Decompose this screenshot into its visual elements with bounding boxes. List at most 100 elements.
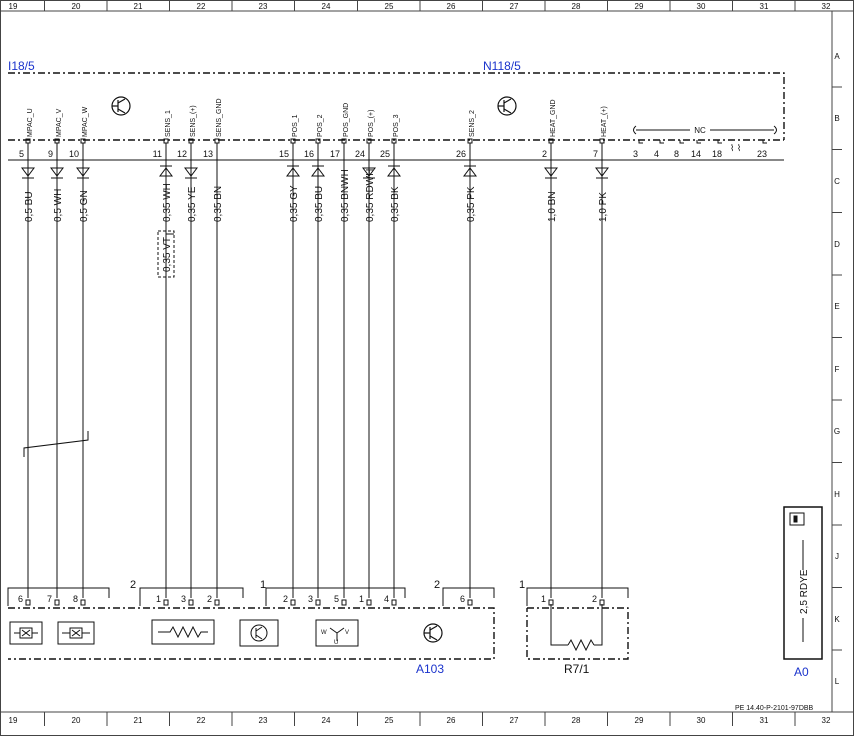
signal-out-arrow-icon [21, 167, 35, 177]
wire-spec-label: 0,35 WH [162, 183, 173, 222]
connector-housing [526, 587, 629, 606]
wire-spec-label: 0,5 BU [24, 191, 35, 222]
ground-wire-label: 2,5 RDYE [799, 569, 810, 614]
motor-phase-v: V [345, 630, 349, 636]
column-label-top: 32 [822, 2, 831, 11]
column-label-top: 28 [572, 2, 581, 11]
row-label: B [834, 114, 839, 123]
column-label-bottom: 31 [760, 716, 769, 725]
pin-function-label: POS_3 [393, 114, 400, 137]
connector-terminal [214, 599, 220, 606]
wire-spec-label: 0,5 WH [53, 189, 64, 222]
signal-out-arrow-icon [362, 167, 376, 177]
column-label-bottom: 32 [822, 716, 831, 725]
nc-terminal [696, 140, 701, 144]
connector-number: 1 [519, 579, 525, 591]
column-label-bottom: 28 [572, 716, 581, 725]
pin-function-label: POS_(+) [368, 110, 375, 137]
connector-pin-number: 6 [18, 594, 23, 604]
pin-number: 5 [19, 149, 24, 159]
row-label: C [834, 177, 840, 186]
motor-phase-u: U [334, 640, 338, 646]
nc-pin-number: 8 [674, 149, 679, 159]
pin-function-label: HEAT_GND [550, 99, 557, 137]
signal-out-arrow-icon [544, 167, 558, 177]
signal-out-arrow-icon [76, 167, 90, 177]
connector-terminal [366, 599, 372, 606]
ground-label: A0 [794, 665, 809, 679]
pin-number: 9 [48, 149, 53, 159]
transistor-icon-right [497, 96, 517, 116]
pin-function-label: MPAC_W [82, 106, 89, 137]
actuator-icon-2 [57, 621, 95, 645]
pin-24: POS_(+)240,35 RDWH [355, 110, 376, 598]
column-label-top: 21 [134, 2, 143, 11]
connector-pin-number: 1 [541, 594, 546, 604]
connector-number: 2 [434, 579, 440, 591]
pin-number: 26 [456, 149, 466, 159]
connector-terminal [163, 599, 169, 606]
pin-function-label: POS_1 [292, 114, 299, 137]
column-label-bottom: 27 [510, 716, 519, 725]
nc-terminal [717, 140, 722, 144]
a103-box [8, 607, 495, 660]
signal-in-arrow-icon [286, 167, 300, 177]
row-label: K [834, 615, 840, 624]
row-label: E [834, 302, 839, 311]
row-label: D [834, 240, 840, 249]
column-label-top: 20 [72, 2, 81, 11]
column-label-bottom: 22 [197, 716, 206, 725]
wire-spec-label: 0,5 GN [79, 190, 90, 222]
column-label-top: 29 [635, 2, 644, 11]
resistor-sensor-icon [151, 619, 215, 645]
pin-number: 10 [69, 149, 79, 159]
row-label: H [834, 490, 840, 499]
row-label: G [834, 427, 840, 436]
ecu-label: N118/5 [483, 59, 521, 73]
signal-out-arrow-icon [184, 167, 198, 177]
pin-function-label: SENS_GND [216, 98, 223, 137]
signal-in-arrow-icon [311, 167, 325, 177]
branch-wire-label: 0,35 VT [162, 237, 173, 272]
nc-terminal [679, 140, 684, 144]
connector-housing [265, 587, 406, 606]
signal-in-arrow-icon [387, 167, 401, 177]
nc-terminal [659, 140, 664, 144]
connector-terminal [391, 599, 397, 606]
connector-c2c: 26 [434, 579, 495, 606]
column-label-top: 30 [697, 2, 706, 11]
column-label-top: 23 [259, 2, 268, 11]
column-label-top: 19 [9, 2, 18, 11]
wire-spec-label: 0,35 BN [213, 186, 224, 222]
row-label: L [835, 677, 840, 686]
connector-terminal [315, 599, 321, 606]
connector-terminal [80, 599, 86, 606]
transistor-icon-a103 [423, 623, 443, 643]
connector-pin-number: 7 [47, 594, 52, 604]
nc-pin-number: 4 [654, 149, 659, 159]
pin-number: 25 [380, 149, 390, 159]
pin-function-label: MPAC_V [56, 108, 63, 137]
pin-number: 15 [279, 149, 289, 159]
pin-5: MPAC_U50,5 BU [19, 108, 35, 598]
r7-box [526, 604, 629, 660]
motor-phase-w: W [321, 630, 327, 636]
column-label-bottom: 23 [259, 716, 268, 725]
column-label-bottom: 29 [635, 716, 644, 725]
pin-function-label: POS_GND [343, 103, 350, 137]
connector-housing [139, 587, 244, 606]
column-label-bottom: 24 [322, 716, 331, 725]
connector-terminal [341, 599, 347, 606]
